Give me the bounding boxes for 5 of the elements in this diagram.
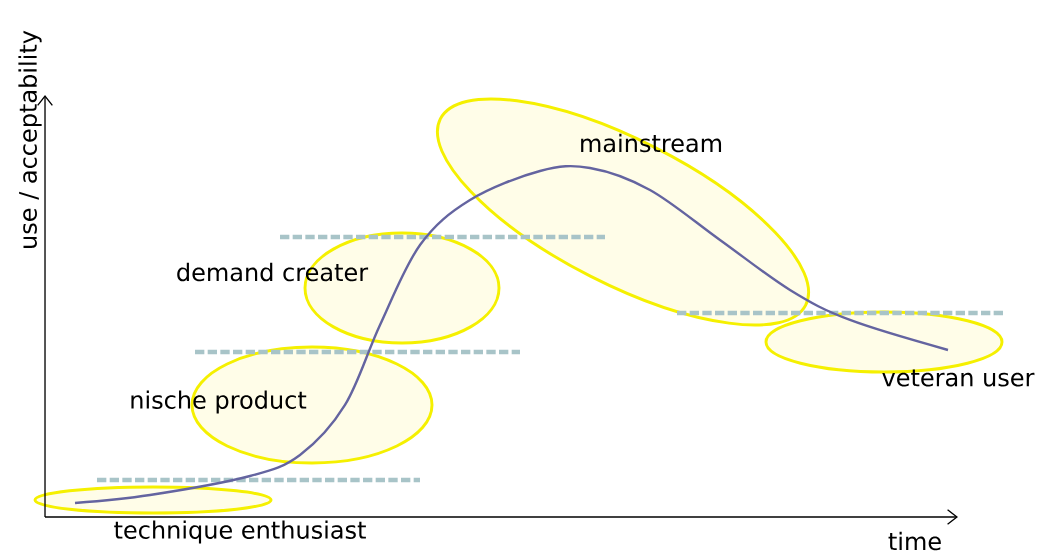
axis-label: use / acceptability [18, 30, 42, 248]
stage-label: technique enthusiast [114, 520, 366, 544]
highlight-ellipse [33, 485, 273, 515]
stage-label: veteran user [882, 369, 1035, 387]
axis-label: time [888, 531, 941, 551]
